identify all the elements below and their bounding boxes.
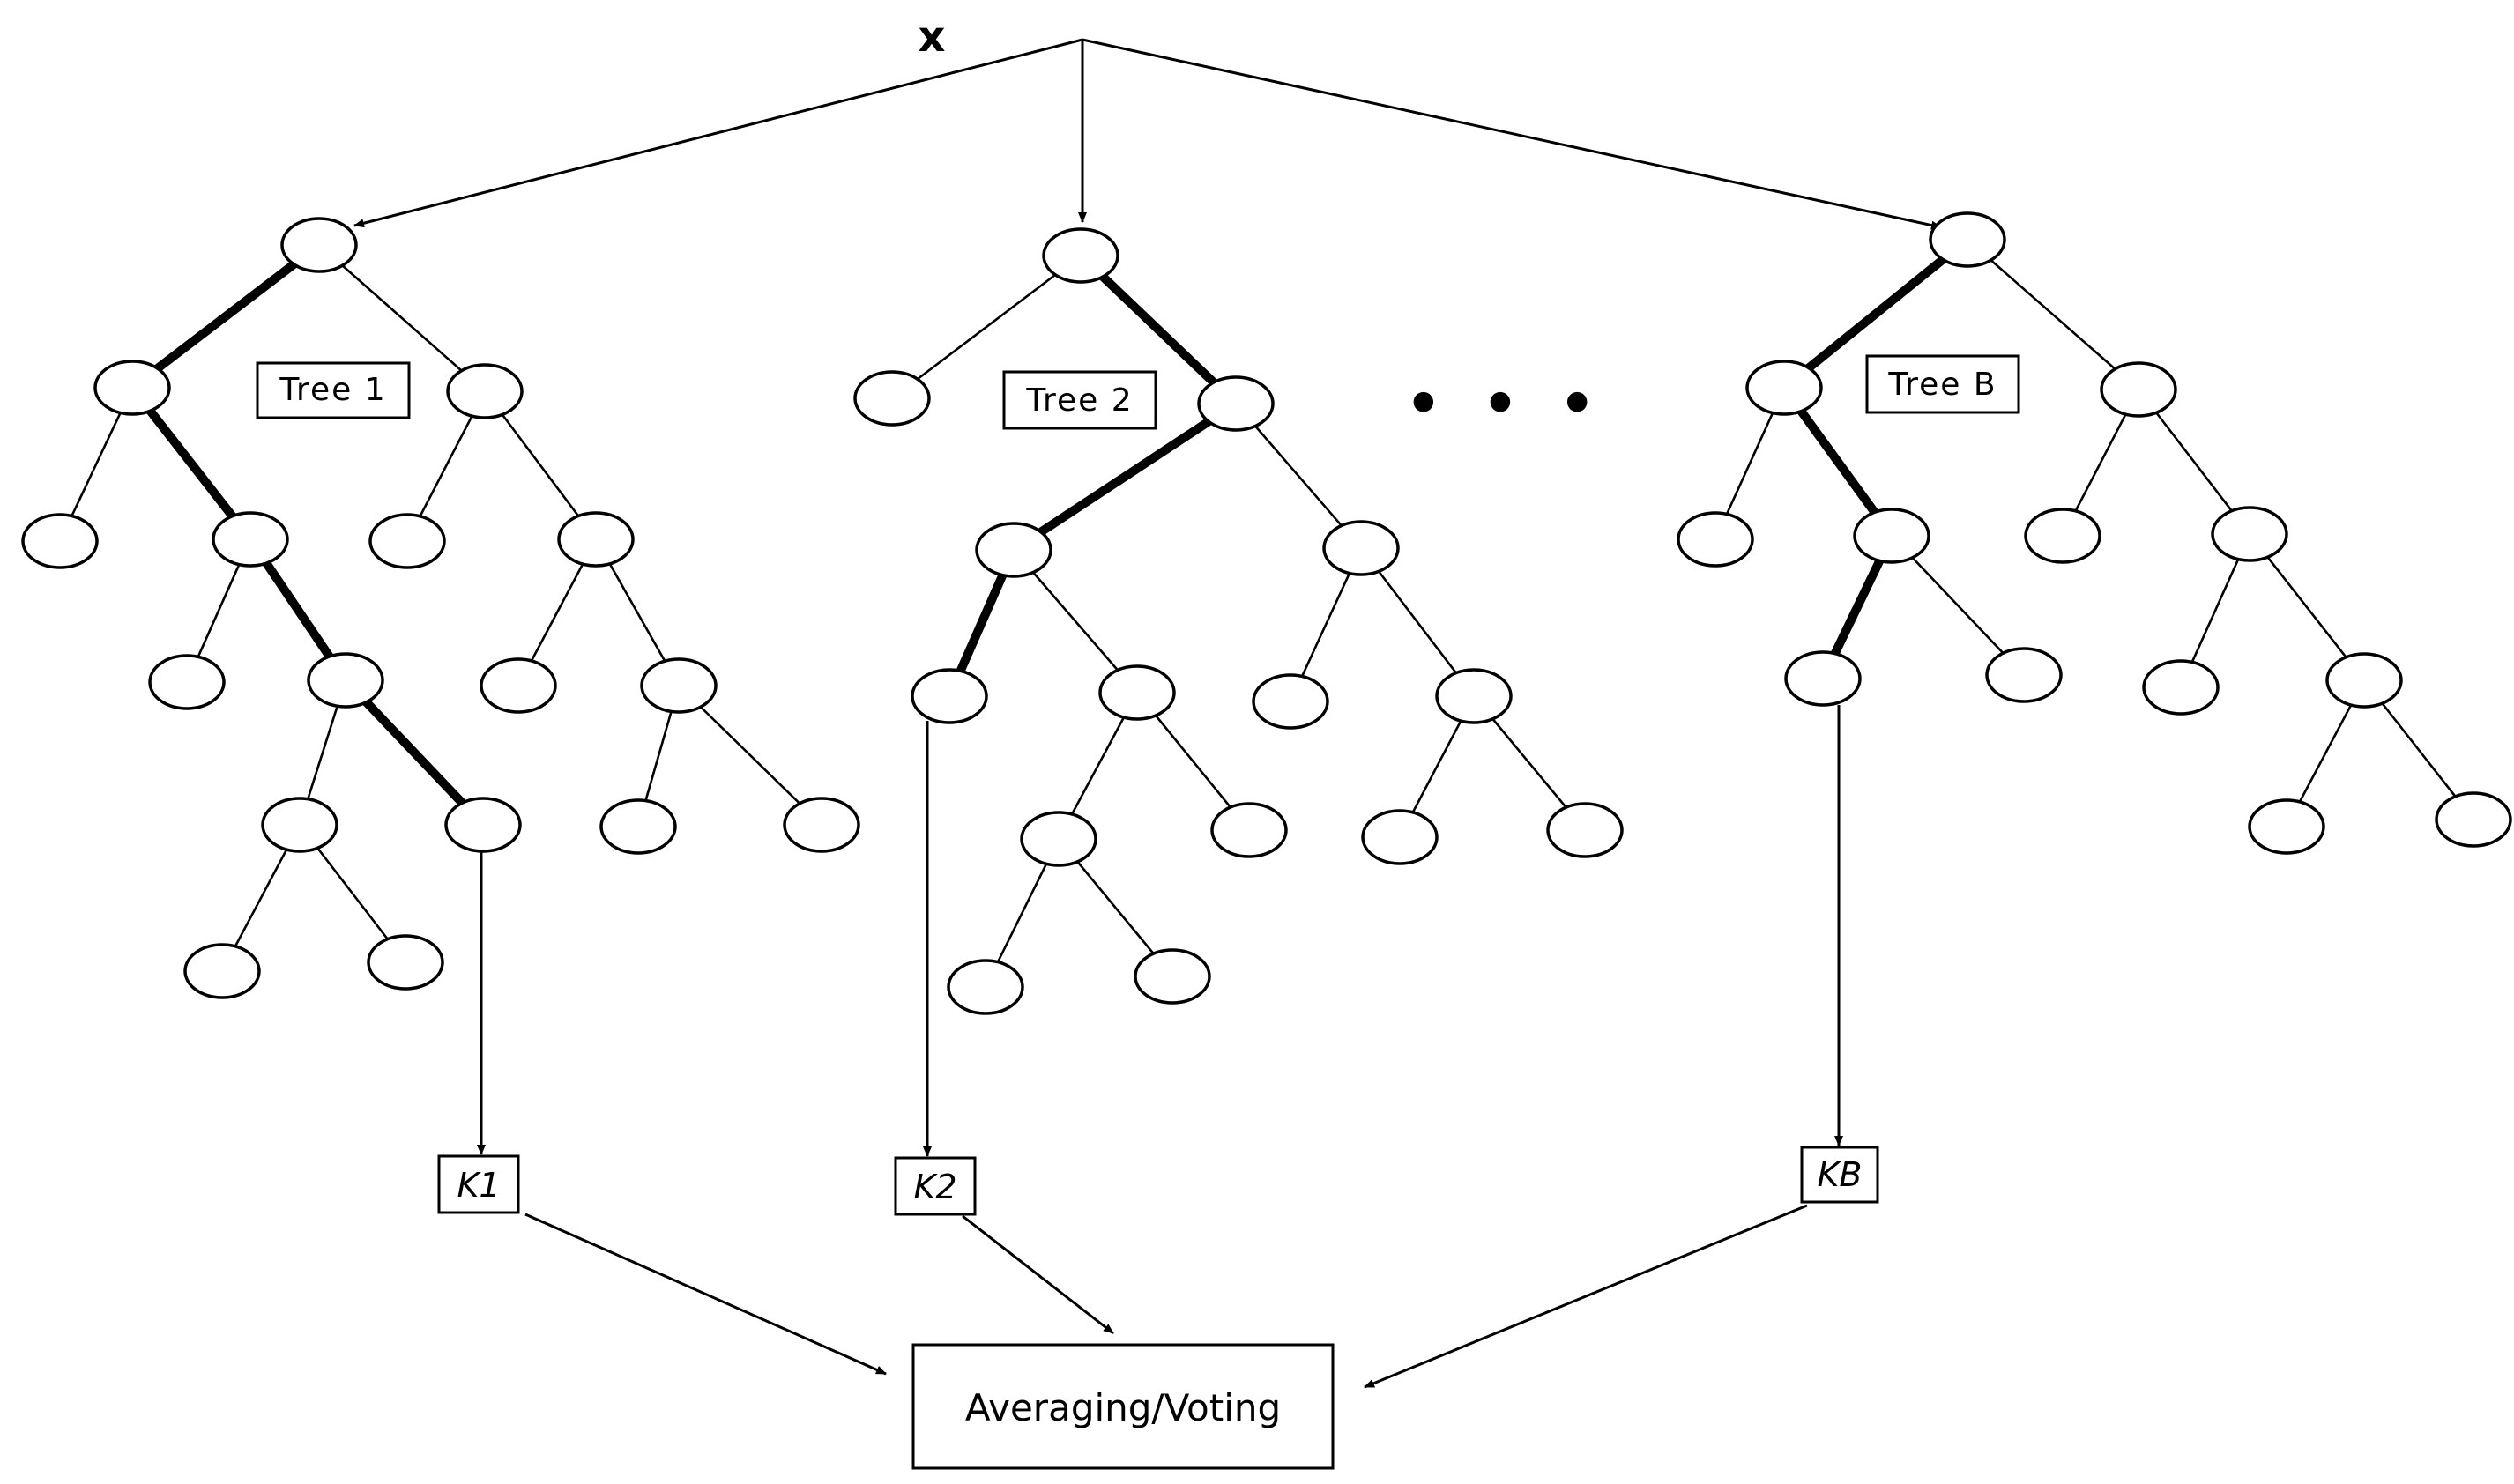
tree-node-2-k [1361, 809, 1439, 865]
tree-node-2-e [911, 668, 988, 724]
aggregate-box: Averaging/Voting [911, 1343, 1335, 1470]
tree-label-1: Tree 1 [279, 372, 386, 408]
decision-path-edge-1-r-a [128, 241, 324, 392]
decision-path-edge-1-a-d [128, 383, 255, 544]
tree-node-2-c [975, 522, 1052, 578]
tree-node-1-j [640, 657, 718, 714]
tree-edge-1-r-b [317, 243, 487, 393]
tree-node-b-b [2100, 361, 2177, 418]
decision-path-edge-2-r-b [1076, 251, 1240, 408]
tree-node-1-c [21, 513, 99, 569]
tree-edges [58, 235, 2475, 989]
tree-node-1-h [307, 652, 384, 709]
tree-edge-2-c-f [1012, 548, 1139, 694]
tree-node-2-f [1098, 664, 1176, 721]
tree-node-b-a [1745, 360, 1823, 416]
aggregate-arrow-1 [524, 1213, 887, 1376]
tree-node-1-f [557, 511, 635, 568]
tree-edge-2-b-d [1234, 402, 1363, 550]
aggregate-arrow-b [1364, 1204, 1808, 1389]
tree-node-b-j [2325, 652, 2403, 709]
tree-node-1-m [599, 798, 677, 855]
input-arrows [353, 38, 1942, 230]
tree-node-2-i [1020, 811, 1097, 867]
tree-node-2-r [1042, 227, 1119, 284]
output-box-b: KB [1800, 1146, 1879, 1204]
tree-node-2-b [1197, 375, 1275, 432]
decision-path-edge-1-h-l [341, 676, 487, 829]
tree-node-2-h [1435, 668, 1513, 724]
aggregate-arrow-2 [962, 1214, 1114, 1335]
decision-path-edge-2-b-c [1009, 399, 1240, 554]
input-arrow-tree-b [1082, 38, 1942, 230]
tree-node-1-k [261, 797, 338, 853]
tree-node-b-h [1985, 647, 2063, 703]
tree-edge-2-d-h [1359, 546, 1476, 698]
tree-node-2-n [1134, 948, 1211, 1005]
tree-edge-1-b-f [483, 390, 598, 541]
tree-node-2-a [853, 370, 931, 427]
tree-label-2: Tree 2 [1025, 382, 1133, 419]
tree-node-1-n [783, 797, 860, 853]
tree-label-box-b: Tree B [1865, 354, 2020, 414]
tree-node-1-b [446, 363, 524, 419]
tree-node-b-d [1853, 508, 1930, 564]
input-arrow-tree-1 [353, 38, 1083, 228]
tree-node-1-l [444, 797, 522, 853]
tree-label-box-1: Tree 1 [256, 361, 411, 419]
tree-node-2-g [1252, 673, 1329, 730]
aggregate-label: Averaging/Voting [965, 1386, 1281, 1429]
tree-nodes [21, 211, 2512, 1015]
tree-node-b-f [2211, 506, 2288, 562]
output-label-b: KB [1818, 1155, 1863, 1194]
leaf-output-arrows [477, 705, 1843, 1157]
more-trees-ellipsis: • • • [1405, 372, 1605, 437]
tree-node-b-i [2142, 659, 2220, 716]
tree-edge-1-j-n [677, 684, 823, 827]
input-label: x [919, 12, 946, 62]
output-box-2: K2 [894, 1156, 977, 1216]
decision-path-edge-b-r-a [1780, 235, 1972, 392]
aggregate-arrows [524, 1204, 1808, 1389]
tree-node-1-e [368, 513, 446, 569]
tree-node-2-l [1546, 802, 1624, 858]
output-label-2: K2 [913, 1168, 956, 1206]
output-label-1: K1 [457, 1166, 500, 1205]
tree-node-b-e [2024, 508, 2101, 564]
tree-node-1-a [93, 360, 171, 416]
tree-node-2-j [1210, 802, 1288, 858]
tree-edge-2-r-a [890, 254, 1082, 400]
tree-label-b: Tree B [1887, 367, 1997, 403]
tree-node-1-d [212, 511, 289, 568]
tree-node-b-l [2435, 791, 2512, 848]
output-box-1: K1 [437, 1154, 520, 1214]
tree-node-1-o [183, 943, 261, 999]
tree-edge-b-d-h [1890, 534, 2026, 677]
tree-node-b-r [1929, 211, 2006, 268]
tree-label-box-2: Tree 2 [1002, 370, 1157, 430]
tree-node-b-c [1677, 511, 1754, 568]
tree-node-1-r [280, 217, 358, 273]
tree-edge-b-r-b [1966, 238, 2140, 391]
tree-node-2-d [1322, 520, 1400, 576]
tree-node-2-m [947, 959, 1024, 1015]
tree-node-b-g [1784, 650, 1862, 707]
tree-node-1-g [148, 654, 226, 710]
tree-node-1-i [480, 657, 557, 714]
tree-node-b-k [2248, 798, 2325, 855]
tree-node-1-p [367, 934, 444, 991]
